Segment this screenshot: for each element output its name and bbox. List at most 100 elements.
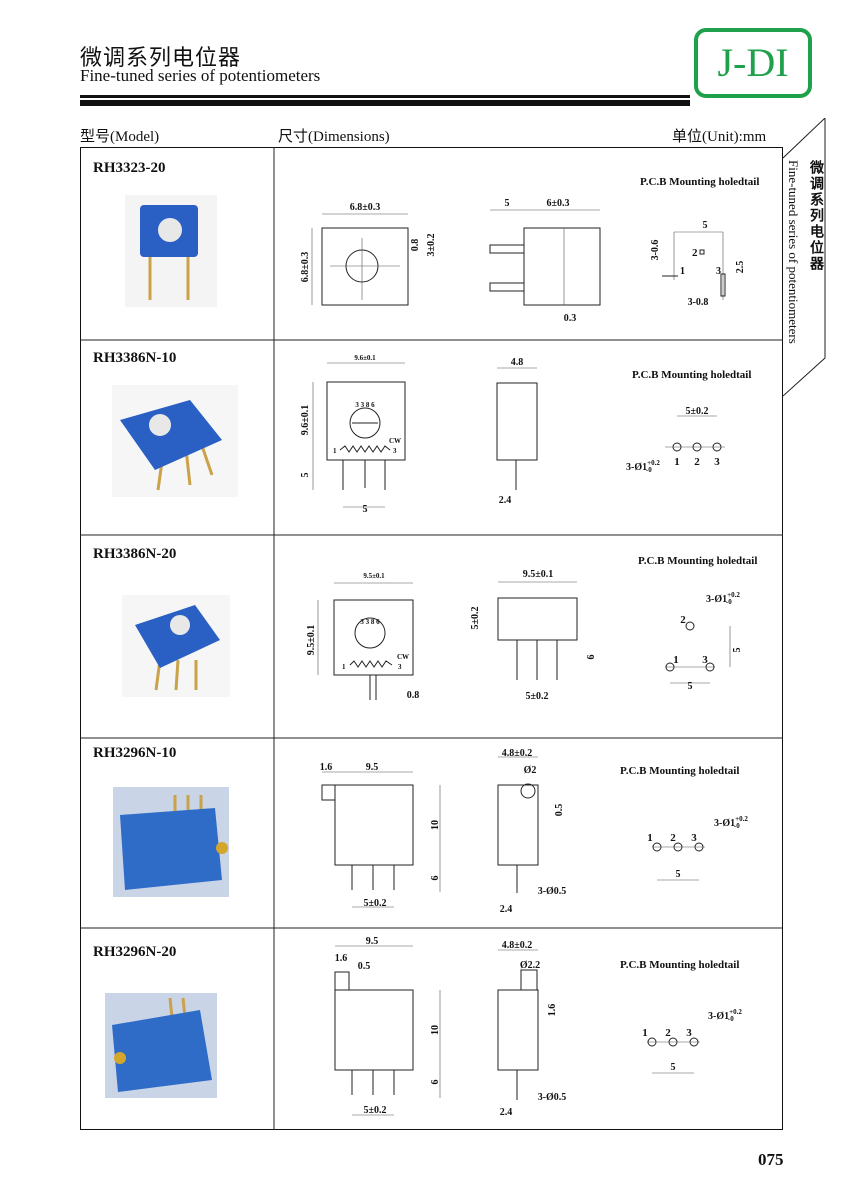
dimension-label: 9.5±0.1 xyxy=(523,569,554,580)
dimension-label: 2 xyxy=(665,1027,671,1039)
dimension-label: -0 xyxy=(726,598,732,606)
drawing-rh3386n-20-front: 9.5±0.1 9.5±0.1 0.8 3 3 8 6 CW 1 3 xyxy=(306,572,419,701)
product-photo-rh3386n-10 xyxy=(112,385,238,497)
page-title-en: Fine-tuned series of potentiometers xyxy=(80,66,321,85)
product-photo-rh3296n-20 xyxy=(105,993,217,1098)
column-header-model: 型号(Model) xyxy=(80,129,160,145)
dimension-label: 9.6±0.1 xyxy=(300,405,311,436)
dimension-label: 3 xyxy=(691,832,697,844)
dimension-label: 0.5 xyxy=(554,804,565,817)
dimension-label: 5 xyxy=(363,504,368,515)
dimension-label: 10 xyxy=(430,1025,441,1035)
dimension-label: 9.5 xyxy=(366,936,379,947)
dimension-label: -0 xyxy=(734,822,740,830)
product-photo-rh3323 xyxy=(125,195,217,307)
dimension-label: 5 xyxy=(300,473,311,478)
dimension-label: CW xyxy=(389,437,401,445)
dimension-label: 6 xyxy=(430,876,441,881)
dimension-label: 5 xyxy=(671,1062,676,1073)
dimension-label: CW xyxy=(397,653,409,661)
dimension-label: +0.2 xyxy=(727,591,740,599)
dimension-label: 3-Ø1 xyxy=(708,1011,729,1022)
dim-height: 6.8±0.3 xyxy=(300,252,311,283)
dimension-label: 10 xyxy=(430,820,441,830)
dim-s3: 0.3 xyxy=(564,313,577,324)
svg-text:3-Ø1+0.2-0: 3-Ø1+0.2-0 xyxy=(714,815,748,830)
column-header-dimensions: 尺寸(Dimensions) xyxy=(278,129,390,145)
dimension-label: 4.8 xyxy=(511,357,524,368)
model-name: RH3323-20 xyxy=(93,160,166,176)
dimension-label: -0 xyxy=(646,466,652,474)
dimension-label: 9.5±0.1 xyxy=(306,625,317,656)
dimension-label: Ø2 xyxy=(524,765,537,776)
dimension-label: 3-Ø0.5 xyxy=(538,1092,567,1103)
dimension-label: 9.5±0.1 xyxy=(363,572,385,580)
page-number: 075 xyxy=(758,1150,784,1169)
side-tab-cn: 微调系列电位器 xyxy=(808,160,823,272)
dimension-label: 6 xyxy=(586,655,597,660)
dimension-label: P.C.B Mounting holedtail xyxy=(620,765,739,777)
product-photo-rh3296n-10 xyxy=(113,787,229,897)
dimension-label: 2.5 xyxy=(735,261,746,274)
dimension-label: P.C.B Mounting holedtail xyxy=(638,555,757,567)
dimension-label: 2 xyxy=(692,247,698,259)
dimension-label: 3 xyxy=(714,456,720,468)
pcb-layout-rh3386n-10: P.C.B Mounting holedtail 5±0.2 1 2 3 3-Ø… xyxy=(626,369,751,474)
drawing-rh3296n-10-side: 4.8±0.2 Ø2 0.5 3-Ø0.5 2.4 xyxy=(497,748,567,915)
page-title-cn: 微调系列电位器 xyxy=(80,45,242,70)
dimension-label: 5±0.2 xyxy=(686,406,709,417)
drawing-rh3296n-10-front: 1.6 9.5 10 6 5±0.2 xyxy=(320,762,441,909)
dimension-label: 5±0.2 xyxy=(364,898,387,909)
dimension-label: 3 3 8 6 xyxy=(360,618,380,626)
header-rule-thick xyxy=(80,100,690,106)
pcb-title: P.C.B Mounting holedtail xyxy=(640,176,759,188)
dimension-label: 3-Ø1 xyxy=(626,462,647,473)
dimension-label: Ø2.2 xyxy=(520,960,540,971)
dimension-label: 3-Ø1 xyxy=(714,818,735,829)
header-rule-thin xyxy=(80,95,690,98)
pcb-layout-rh3296n-10: P.C.B Mounting holedtail 3-Ø1+0.2-0 1 2 … xyxy=(620,765,748,881)
drawing-rh3323-side: 5 6±0.3 0.3 xyxy=(489,198,601,324)
dimension-label: 2.4 xyxy=(499,495,512,506)
dimension-label: 3 xyxy=(686,1027,692,1039)
dim-b: 3±0.2 xyxy=(426,234,437,257)
drawing-rh3296n-20-side: 4.8±0.2 Ø2.2 1.6 3-Ø0.5 2.4 xyxy=(497,940,567,1118)
model-name: RH3296N-10 xyxy=(93,745,177,761)
model-name: RH3296N-20 xyxy=(93,944,177,960)
dimension-label: 2.4 xyxy=(500,904,513,915)
dimension-label: 3-0.8 xyxy=(688,297,709,308)
dimension-label: 3-Ø0.5 xyxy=(538,886,567,897)
dimension-label: 3 3 8 6 xyxy=(355,401,375,409)
brand-logo: J-DI xyxy=(694,28,812,98)
model-name: RH3386N-20 xyxy=(93,546,177,562)
dimension-label: +0.2 xyxy=(647,459,660,467)
dimension-label: +0.2 xyxy=(729,1008,742,1016)
dimension-label: 1 xyxy=(647,832,653,844)
dimension-label: 3 xyxy=(393,447,397,455)
dimension-label: 3 xyxy=(716,266,721,277)
dimension-label: P.C.B Mounting holedtail xyxy=(632,369,751,381)
side-tab-en: Fine-tuned series of potentiometers xyxy=(786,160,801,344)
dimension-label: -0 xyxy=(728,1015,734,1023)
dim-s1: 5 xyxy=(505,198,510,209)
pcb-layout-rh3296n-20: P.C.B Mounting holedtail 3-Ø1+0.2-0 1 2 … xyxy=(620,959,742,1074)
dimension-label: 5 xyxy=(732,648,743,653)
dimension-label: 5 xyxy=(703,220,708,231)
dimension-label: 0.8 xyxy=(407,690,420,701)
pcb-layout-rh3323: P.C.B Mounting holedtail 5 2 1 3 3-0.6 2… xyxy=(640,176,759,308)
dimension-label: 3 xyxy=(702,654,708,666)
dimension-label: 1.6 xyxy=(320,762,333,773)
dimension-label: 4.8±0.2 xyxy=(502,940,533,951)
dimension-label: 1 xyxy=(333,447,337,455)
dim-s2: 6±0.3 xyxy=(547,198,570,209)
dimension-label: 5 xyxy=(688,681,693,692)
drawing-rh3296n-20-front: 9.5 1.6 0.5 10 6 5±0.2 xyxy=(334,936,441,1116)
dimension-label: 5 xyxy=(676,869,681,880)
dimension-label: 3-Ø1 xyxy=(706,594,727,605)
drawing-rh3323-front: 6.8±0.3 6.8±0.3 0.8 3±0.2 xyxy=(300,202,437,306)
dimension-label: 5±0.2 xyxy=(470,607,481,630)
dimension-label: 3-0.6 xyxy=(650,240,661,261)
dimension-label: 2 xyxy=(694,456,700,468)
dimension-label: 1.6 xyxy=(547,1004,558,1017)
product-photo-rh3386n-20 xyxy=(122,595,230,697)
